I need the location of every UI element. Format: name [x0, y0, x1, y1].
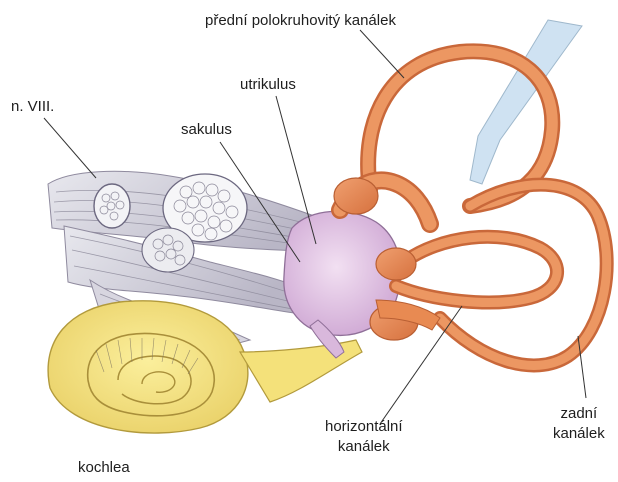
label-posterior-canal: zadní kanálek [553, 405, 605, 442]
label-horizontal-canal-line1: horizontální [325, 418, 403, 435]
leader-anterior-canal [360, 30, 404, 78]
label-nerve: n. VIII. [11, 98, 54, 115]
label-cochlea: kochlea [78, 459, 130, 476]
label-horizontal-canal-line2: kanálek [325, 438, 403, 455]
label-utricle: utrikulus [240, 76, 296, 93]
label-posterior-canal-line2: kanálek [553, 425, 605, 442]
label-anterior-canal: přední polokruhovitý kanálek [205, 12, 396, 29]
label-saccule: sakulus [181, 121, 232, 138]
label-horizontal-canal: horizontální kanálek [325, 418, 403, 455]
label-posterior-canal-line1: zadní [553, 405, 605, 422]
leader-nerve [44, 118, 96, 178]
